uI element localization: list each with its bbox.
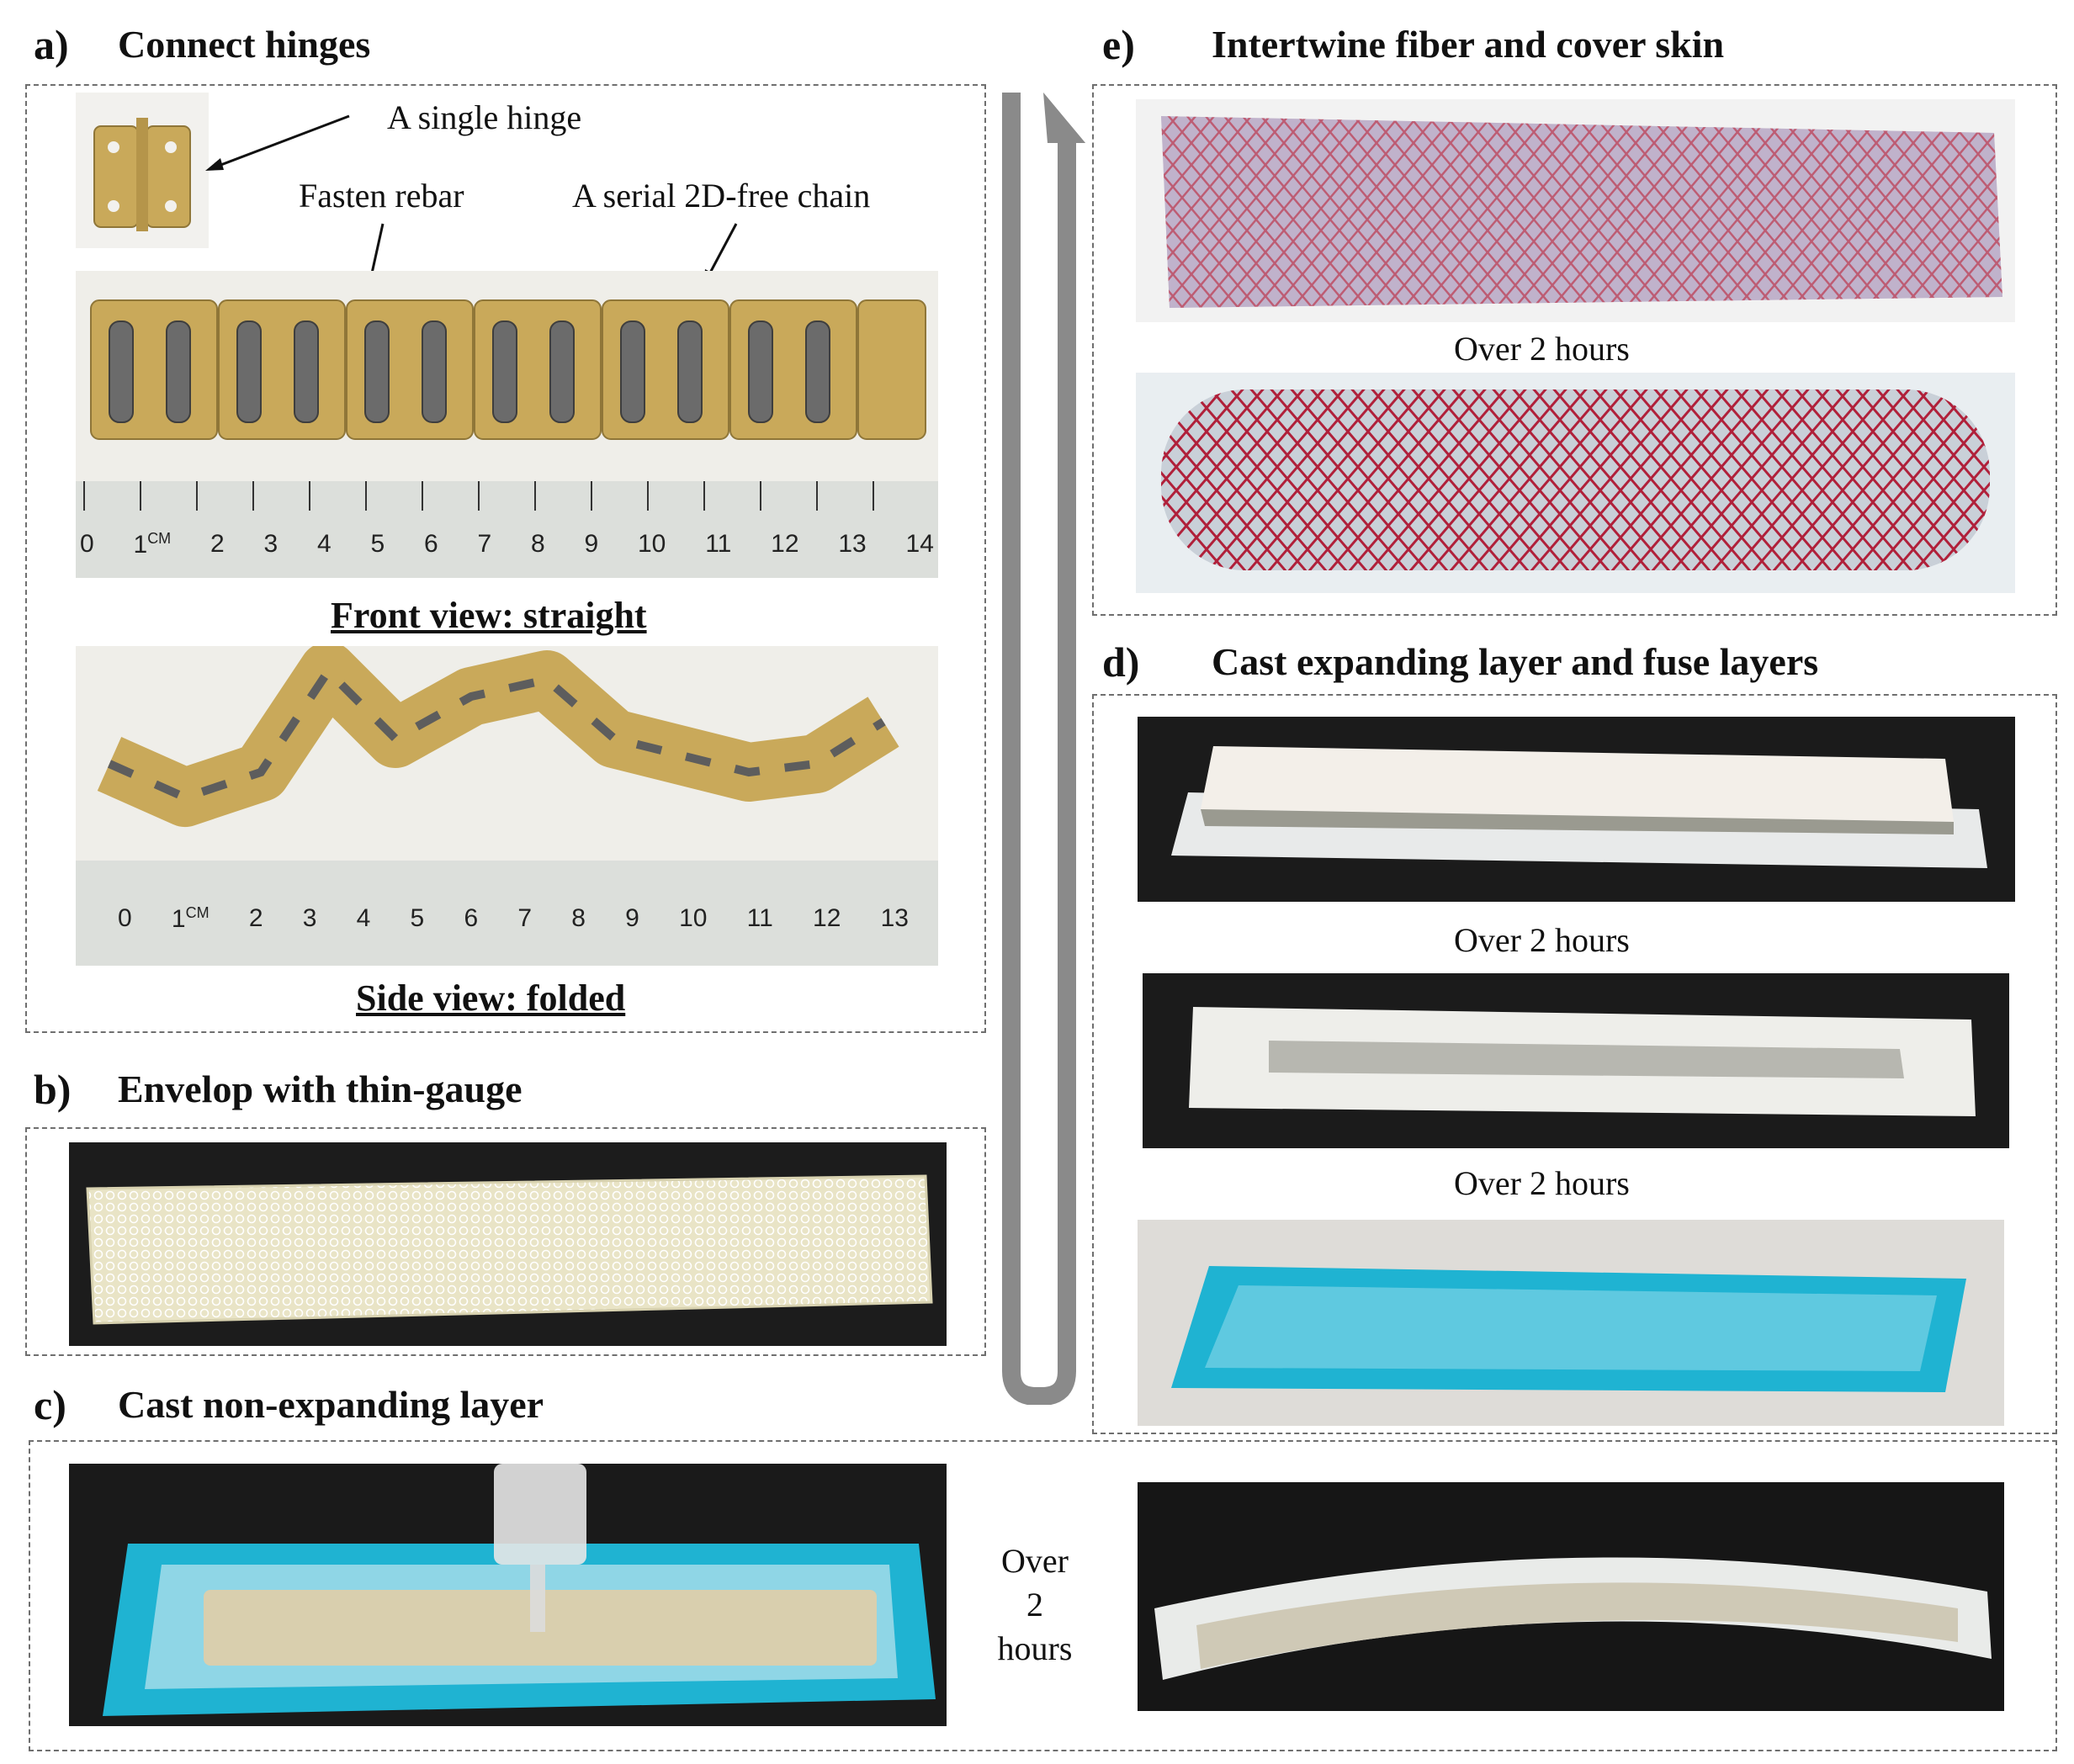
side-ruler-tick: 12	[813, 904, 841, 932]
front-ruler-tick: 14	[905, 530, 934, 558]
panel-b-letter: b)	[34, 1066, 72, 1113]
caption-front-view: Front view: straight	[331, 595, 647, 636]
side-ruler-tick: 0	[118, 904, 132, 932]
label-single-hinge: A single hinge	[387, 98, 582, 136]
over-2-hours-c: Over 2 hours	[997, 1539, 1073, 1671]
front-ruler-tick: 6	[424, 530, 438, 558]
single-hinge-photo	[76, 93, 209, 248]
side-ruler-tick: 9	[625, 904, 639, 932]
over-line-2: 2	[1026, 1586, 1043, 1624]
panel-e-title: Intertwine fiber and cover skin	[1212, 23, 1725, 66]
fused-layers-photo	[1138, 717, 2015, 902]
side-ruler-tick: 6	[464, 904, 479, 932]
front-ruler-tick: 10	[638, 530, 666, 558]
panel-c-frame	[29, 1440, 2057, 1751]
panel-c-title: Cast non-expanding layer	[118, 1383, 544, 1426]
fiber-wrapped-photo	[1136, 373, 2015, 593]
front-ruler-tick: 9	[584, 530, 599, 558]
front-ruler-tick: 2	[210, 530, 225, 558]
front-ruler-tick: 7	[477, 530, 492, 558]
label-fasten-rebar: Fasten rebar	[299, 177, 464, 215]
side-ruler-tick: 3	[302, 904, 317, 932]
front-ruler-tick: 3	[263, 530, 278, 558]
front-ruler-tick: 11	[705, 530, 732, 558]
side-ruler-tick: 10	[679, 904, 708, 932]
caption-d-over-2-hours-1: Over 2 hours	[1454, 921, 1630, 959]
side-ruler-tick: 8	[571, 904, 586, 932]
panel-b-title: Envelop with thin-gauge	[118, 1067, 522, 1110]
side-ruler-tick: 13	[880, 904, 909, 932]
panel-a-letter: a)	[34, 21, 69, 68]
front-ruler-tick: 8	[531, 530, 545, 558]
blue-mold-photo	[1138, 1220, 2004, 1426]
caption-side-view: Side view: folded	[356, 977, 626, 1019]
non-expanding-layer-result-photo	[1138, 1482, 2004, 1711]
panel-e-letter: e)	[1102, 21, 1135, 68]
panel-a-title: Connect hinges	[118, 23, 371, 66]
over-line-1: Over	[1001, 1542, 1069, 1580]
side-view-photo	[76, 646, 938, 966]
expanding-layer-photo	[1143, 973, 2009, 1148]
side-ruler-labels: 0 1CM 2 3 4 5 6 7 8 9 10 11 12 13	[118, 904, 909, 938]
panel-e-frame	[1092, 84, 2057, 616]
front-ruler-tick: 12	[771, 530, 799, 558]
cast-non-expanding-photo	[69, 1464, 947, 1726]
side-ruler-tick: 11	[746, 904, 773, 932]
side-ruler-tick: 4	[356, 904, 371, 932]
panel-b-frame	[25, 1127, 986, 1356]
flow-arrow	[1002, 93, 1085, 1405]
front-ruler-tick: 5	[370, 530, 385, 558]
side-ruler-tick: 1CM	[171, 904, 210, 933]
panel-d-frame	[1092, 694, 2057, 1434]
front-ruler-tick: 4	[317, 530, 332, 558]
side-ruler-tick: 2	[248, 904, 263, 932]
front-ruler-labels: 0 1CM 2 3 4 5 6 7 8 9 10 11 12 13 14	[80, 530, 934, 564]
front-ruler-tick: 13	[838, 530, 867, 558]
caption-e-over-2-hours: Over 2 hours	[1454, 330, 1630, 368]
front-view-photo	[76, 271, 938, 578]
caption-d-over-2-hours-2: Over 2 hours	[1454, 1164, 1630, 1202]
panel-d-title: Cast expanding layer and fuse layers	[1212, 640, 1819, 683]
side-ruler-tick: 7	[517, 904, 533, 932]
front-ruler-tick: 1CM	[133, 530, 172, 559]
front-ruler-tick: 0	[80, 530, 94, 558]
side-ruler-tick: 5	[410, 904, 425, 932]
over-line-3: hours	[997, 1629, 1073, 1667]
arrow-single-hinge	[205, 114, 350, 171]
panel-c-letter: c)	[34, 1381, 66, 1428]
panel-a-frame	[25, 84, 986, 1033]
panel-d-letter: d)	[1102, 638, 1140, 686]
label-serial-chain: A serial 2D-free chain	[572, 177, 871, 215]
thin-gauge-photo	[69, 1142, 947, 1346]
skin-covered-photo	[1136, 99, 2015, 322]
